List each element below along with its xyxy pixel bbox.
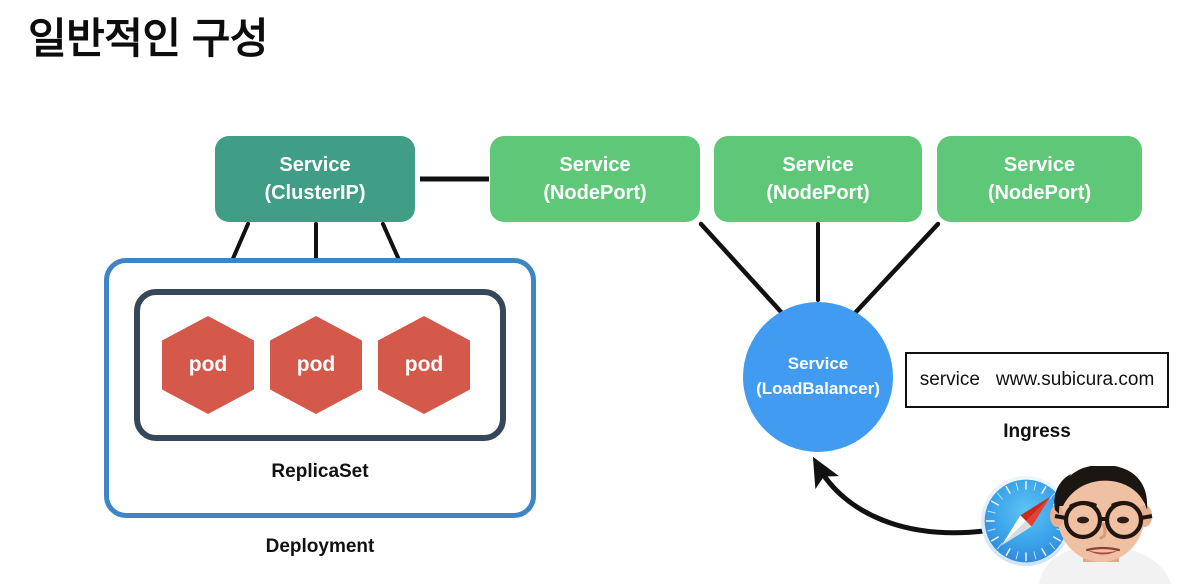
replicaset-label: ReplicaSet (271, 461, 369, 482)
service-loadbalancer-line1: Service (787, 354, 849, 374)
ingress-rule-host: www.subicura.com (995, 369, 1155, 390)
pod-1[interactable]: pod (162, 316, 254, 414)
deployment-label: Deployment (265, 536, 375, 557)
service-nodeport-1-line2: (NodePort) (543, 182, 647, 204)
presenter-webcam-avatar (1039, 466, 1171, 584)
service-loadbalancer-line2: (LoadBalancer) (756, 379, 880, 398)
edge-nodeport1-to-loadbalancer (698, 221, 785, 316)
edge-browser-to-loadbalancer (812, 456, 987, 536)
service-clusterip-box[interactable]: Service (ClusterIP) (215, 136, 415, 222)
service-nodeport-3-line2: (NodePort) (987, 182, 1092, 204)
service-nodeport-1-box[interactable]: Service (NodePort) (490, 136, 700, 222)
safari-compass-icon[interactable] (979, 474, 1073, 568)
service-nodeport-2-line1: Service (782, 153, 854, 176)
edge-nodeport3-to-loadbalancer (852, 221, 941, 316)
pod-3[interactable]: pod (378, 316, 470, 414)
service-nodeport-3-box[interactable]: Service (NodePort) (937, 136, 1142, 222)
service-nodeport-3-line1: Service (1003, 153, 1076, 176)
page-title: 일반적인 구성 (28, 15, 269, 62)
service-nodeport-1-line1: Service (559, 153, 631, 176)
ingress-rule-box[interactable]: service www.subicura.com (905, 352, 1169, 408)
service-clusterip-line1: Service (279, 153, 351, 176)
pod-1-label: pod (188, 353, 228, 376)
ingress-rule-service: service (919, 369, 980, 390)
pod-3-label: pod (404, 353, 444, 376)
service-clusterip-line2: (ClusterIP) (264, 182, 366, 204)
service-nodeport-2-line2: (NodePort) (766, 182, 870, 204)
pod-2[interactable]: pod (270, 316, 362, 414)
ingress-label: Ingress (1003, 421, 1071, 442)
service-nodeport-2-box[interactable]: Service (NodePort) (714, 136, 922, 222)
pod-2-label: pod (296, 353, 336, 376)
service-loadbalancer-circle[interactable]: Service (LoadBalancer) (743, 302, 893, 452)
